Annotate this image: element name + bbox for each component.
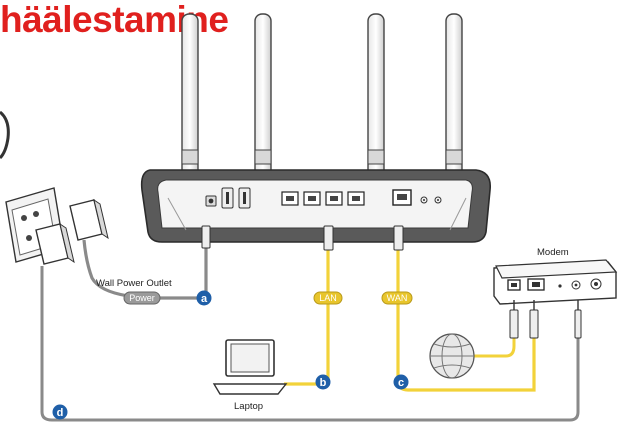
step-badge-a: a [196,290,212,306]
laptop-label: Laptop [234,401,263,412]
lan-ports [281,191,365,206]
power-plug [201,225,211,249]
power-tag-label: Power [129,293,155,303]
power-tag: Power [123,291,161,305]
wall-power-outlet-label: Wall Power Outlet [96,278,172,289]
modem-label: Modem [537,247,569,258]
step-badge-d-label: d [57,407,64,419]
wan-plug [393,225,404,251]
router [140,13,492,243]
step-badge-a-label: a [201,293,208,305]
router-antennas [181,13,463,225]
edge-fragment [0,110,10,160]
power-adapter [35,198,109,265]
laptop [212,339,288,395]
internet-globe-icon [429,333,475,379]
lan-cable [284,250,330,386]
wan-tag: WAN [381,291,413,305]
modem-power-cable [40,266,580,422]
modem [493,259,618,305]
lan-tag: LAN [313,291,343,305]
step-badge-b-label: b [320,377,327,389]
step-badge-c: c [393,374,409,390]
lan-plug [323,225,334,251]
step-badge-b: b [315,374,331,390]
lan-tag-label: LAN [319,293,337,303]
power-cable [82,239,208,300]
wan-tag-label: WAN [387,293,408,303]
step-badge-c-label: c [398,377,404,389]
step-badge-d: d [52,404,68,420]
